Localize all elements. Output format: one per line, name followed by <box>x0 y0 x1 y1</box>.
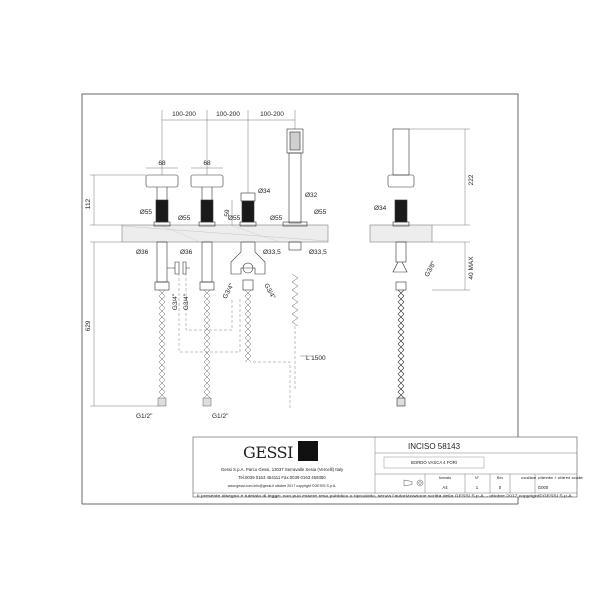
rev-label: Rev <box>497 476 504 480</box>
dim-g34-3: G3/4" <box>222 282 236 300</box>
dim-g38: G3/8" <box>424 260 438 278</box>
sheet-value: 1 <box>476 485 479 490</box>
deck-side-view <box>369 224 433 243</box>
title-block: GESSI Gessi S.p.A. Parco Gessi, 13037 Se… <box>192 436 583 498</box>
dim-d32: Ø32 <box>305 192 318 199</box>
dim-d55-3: Ø55 <box>228 215 241 222</box>
dim-height-222: 222 <box>468 174 475 185</box>
dashed-supply-lines <box>178 268 296 410</box>
client-code-label: codice cliente / client code <box>521 476 583 480</box>
dim-g34-4: G3/4" <box>262 282 276 300</box>
dim-handle-1: 68 <box>158 160 166 167</box>
gessi-logo: GESSI <box>243 443 293 462</box>
dim-d36-1: Ø36 <box>136 249 149 256</box>
deck-front-view <box>121 224 329 243</box>
dim-d34-top: Ø34 <box>258 188 271 195</box>
company-web: www.gessi.com info@gessi.it ottobre 2017… <box>228 484 337 488</box>
gessi-logo-square <box>298 441 318 461</box>
product-title: INCISO 58143 <box>408 442 461 451</box>
company-address: Gessi S.p.A. Parco Gessi, 13037 Serraval… <box>221 467 344 472</box>
dim-d33-5-1: Ø33,5 <box>263 249 281 256</box>
diverter <box>230 192 266 291</box>
dim-g12-1: G1/2" <box>136 413 153 420</box>
dim-height-40max: 40 MAX <box>468 256 475 280</box>
product-description: BORDO VASCA 4 FORI <box>411 460 457 465</box>
legal-notice: Il presente disegno è tutelato di legge;… <box>197 494 573 498</box>
dim-d55-5: Ø55 <box>314 209 327 216</box>
format-label: formato <box>439 476 451 480</box>
sheet-label: N° <box>475 476 480 480</box>
sheet-border <box>81 93 519 505</box>
tap-1 <box>145 174 180 291</box>
dimension-labels: 100-200 100-200 100-200 68 68 Ø34 Ø32 Ø5… <box>85 111 475 420</box>
dim-height-59: 59 <box>224 209 231 217</box>
dim-d55-2: Ø55 <box>178 215 191 222</box>
dimension-lines <box>90 110 470 407</box>
company-contacts: Tel.0039 0163 454111 Fax.0039 0163 45935… <box>238 475 326 480</box>
dim-d55-1: Ø55 <box>140 209 153 216</box>
rev-value: 0 <box>499 485 502 490</box>
dim-g34-1: G3/4" <box>172 293 179 310</box>
dim-d33-5-2: Ø33,5 <box>309 249 327 256</box>
dim-d36-2: Ø36 <box>180 249 193 256</box>
format-value: A4 <box>442 485 448 490</box>
dim-hose-length: L 1500 <box>306 355 326 362</box>
projection-symbol <box>403 479 424 487</box>
dim-handle-2: 68 <box>203 160 211 167</box>
side-view <box>387 128 415 407</box>
tap-2 <box>182 174 224 291</box>
client-code-value: G000 <box>538 485 549 490</box>
dim-d34-side: Ø34 <box>374 205 387 212</box>
dim-spacing-1: 100-200 <box>172 111 196 118</box>
dim-d55-4: Ø55 <box>270 215 283 222</box>
dim-height-112: 112 <box>85 198 92 209</box>
dim-g34-2: G3/4" <box>183 293 190 310</box>
dim-height-629: 629 <box>85 320 92 331</box>
dim-g12-2: G1/2" <box>212 413 229 420</box>
dim-spacing-3: 100-200 <box>260 111 284 118</box>
dim-spacing-2: 100-200 <box>216 111 240 118</box>
flexible-hoses <box>157 273 299 407</box>
